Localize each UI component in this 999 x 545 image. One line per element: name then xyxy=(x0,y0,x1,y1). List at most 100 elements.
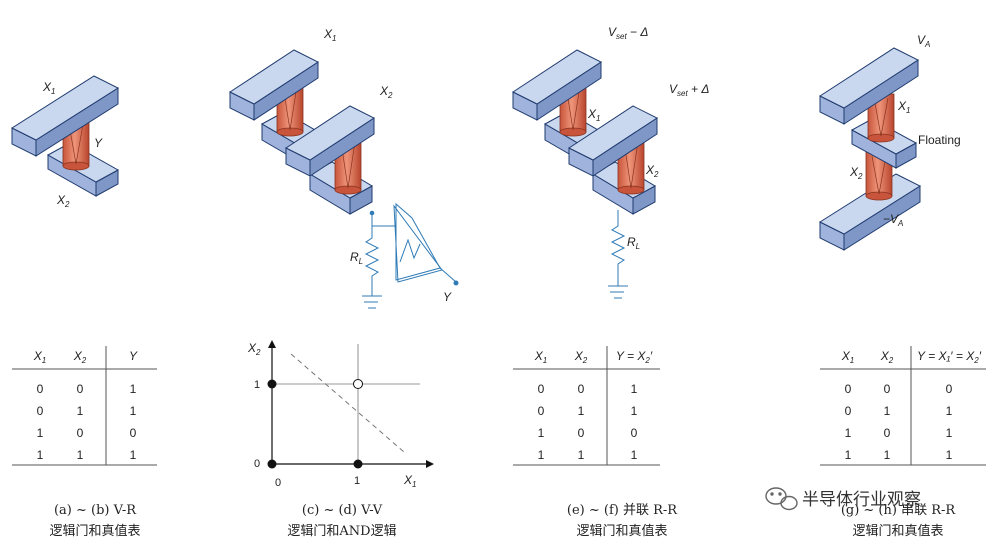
label-output-y: Y xyxy=(443,290,452,304)
watermark-text: 半导体行业观察 xyxy=(802,490,921,510)
table-cell: 0 xyxy=(77,382,84,396)
label-x1: X1 xyxy=(42,80,55,96)
table-header: X2 xyxy=(574,349,588,365)
top-electrode-vset-minus xyxy=(511,49,603,121)
and-logic-plot: X2 X1 1 0 0 1 xyxy=(247,340,434,489)
table-cell: 1 xyxy=(130,448,137,462)
label-x1: X1 xyxy=(587,107,600,123)
caption-a-line2: 逻辑门和真值表 xyxy=(49,523,140,539)
truth-table-g: X1 X2 Y = X₁′ = X2′ 0 0 0 0 1 1 1 0 1 1 … xyxy=(820,346,986,466)
point-1-0 xyxy=(353,459,363,469)
table-cell: 1 xyxy=(631,448,638,462)
table-row: 0 0 0 xyxy=(845,382,953,396)
table-cell: 1 xyxy=(37,426,44,440)
table-row: 0 1 1 xyxy=(538,404,638,418)
wechat-icon xyxy=(765,487,798,511)
table-cell: 0 xyxy=(130,426,137,440)
label-x1: X1 xyxy=(323,27,336,43)
top-electrode-x1 xyxy=(10,75,120,157)
table-cell: 1 xyxy=(130,404,137,418)
caption-e-line2: 逻辑门和真值表 xyxy=(576,523,667,539)
caption-c-line1: (c) ~ (d) V-V xyxy=(302,503,383,518)
top-electrode-x1 xyxy=(228,49,320,121)
table-header: X1 xyxy=(534,349,547,365)
table-cell: 1 xyxy=(884,404,891,418)
panel-e-device: Vset − Δ Vset + Δ X1 X2 RL xyxy=(511,25,709,299)
table-header: Y = X2′ xyxy=(616,349,653,365)
table-cell: 0 xyxy=(578,426,585,440)
table-cell: 1 xyxy=(538,426,545,440)
panel-a-device: X1 Y X2 xyxy=(10,75,120,209)
table-cell: 0 xyxy=(538,404,545,418)
x-axis-arrow xyxy=(426,460,434,468)
table-row: 0 0 1 xyxy=(538,382,638,396)
table-cell: 0 xyxy=(37,382,44,396)
label-x2: X2 xyxy=(379,84,393,100)
table-cell: 1 xyxy=(77,404,84,418)
y-axis-label: X2 xyxy=(247,341,261,357)
table-cell: 1 xyxy=(884,448,891,462)
table-row: 1 1 1 xyxy=(37,448,137,462)
top-electrode-x2 xyxy=(284,105,376,177)
tick-x-0: 0 xyxy=(275,477,281,489)
label-rl: RL xyxy=(627,235,640,251)
truth-table-e: X1 X2 Y = X2′ 0 0 1 0 1 1 1 0 0 1 1 1 xyxy=(513,346,660,466)
label-va: VA xyxy=(917,33,930,49)
memristor-pillar-upper xyxy=(867,93,895,143)
panel-c-device: X1 X2 RL Y xyxy=(228,27,459,309)
decision-boundary xyxy=(290,353,405,453)
table-cell: 0 xyxy=(845,382,852,396)
table-cell: 0 xyxy=(946,382,953,396)
table-cell: 0 xyxy=(884,426,891,440)
caption-a-line1: (a) ~ (b) V-R xyxy=(54,503,137,518)
table-cell: 1 xyxy=(578,404,585,418)
label-floating: Floating xyxy=(918,133,961,147)
label-x2: X2 xyxy=(849,165,863,181)
table-cell: 1 xyxy=(77,448,84,462)
panel-g-device: VA X1 Floating X2 −VA xyxy=(818,33,961,251)
label-vset-plus: Vset + Δ xyxy=(669,82,709,98)
load-resistor xyxy=(608,210,628,299)
caption-e-line1: (e) ~ (f) 并联 R-R xyxy=(567,503,678,518)
table-row: 1 1 1 xyxy=(538,448,638,462)
table-cell: 0 xyxy=(631,426,638,440)
table-header: Y = X₁′ = X2′ xyxy=(917,349,982,365)
top-electrode-vset-plus xyxy=(567,105,659,177)
table-row: 0 0 1 xyxy=(37,382,137,396)
label-vset-minus: Vset − Δ xyxy=(608,25,648,41)
table-cell: 0 xyxy=(845,404,852,418)
label-x2: X2 xyxy=(56,193,70,209)
table-row: 0 1 1 xyxy=(845,404,953,418)
table-row: 1 0 0 xyxy=(538,426,638,440)
table-cell: 1 xyxy=(578,448,585,462)
table-header: X2 xyxy=(73,349,87,365)
table-cell: 1 xyxy=(37,448,44,462)
label-x2: X2 xyxy=(645,163,659,179)
top-electrode-va xyxy=(818,47,920,125)
table-cell: 1 xyxy=(538,448,545,462)
table-row: 1 0 1 xyxy=(845,426,953,440)
tick-y-0: 0 xyxy=(254,458,260,470)
point-0-1 xyxy=(267,379,277,389)
table-header: X1 xyxy=(841,349,854,365)
label-x1: X1 xyxy=(897,99,910,115)
point-1-1 xyxy=(353,379,363,389)
table-cell: 0 xyxy=(77,426,84,440)
table-cell: 0 xyxy=(578,382,585,396)
tick-x-1: 1 xyxy=(354,475,360,487)
label-minus-va: −VA xyxy=(883,212,903,228)
table-cell: 1 xyxy=(631,404,638,418)
table-header: X1 xyxy=(33,349,46,365)
table-header: Y xyxy=(129,349,138,363)
table-row: 1 0 0 xyxy=(37,426,137,440)
caption-g-line2: 逻辑门和真值表 xyxy=(852,523,943,539)
table-cell: 1 xyxy=(946,426,953,440)
x-axis-label: X1 xyxy=(403,473,416,489)
tick-y-1: 1 xyxy=(254,379,260,391)
table-cell: 0 xyxy=(538,382,545,396)
table-header: X2 xyxy=(880,349,894,365)
table-cell: 0 xyxy=(37,404,44,418)
label-rl: RL xyxy=(350,250,363,266)
table-cell: 1 xyxy=(130,382,137,396)
